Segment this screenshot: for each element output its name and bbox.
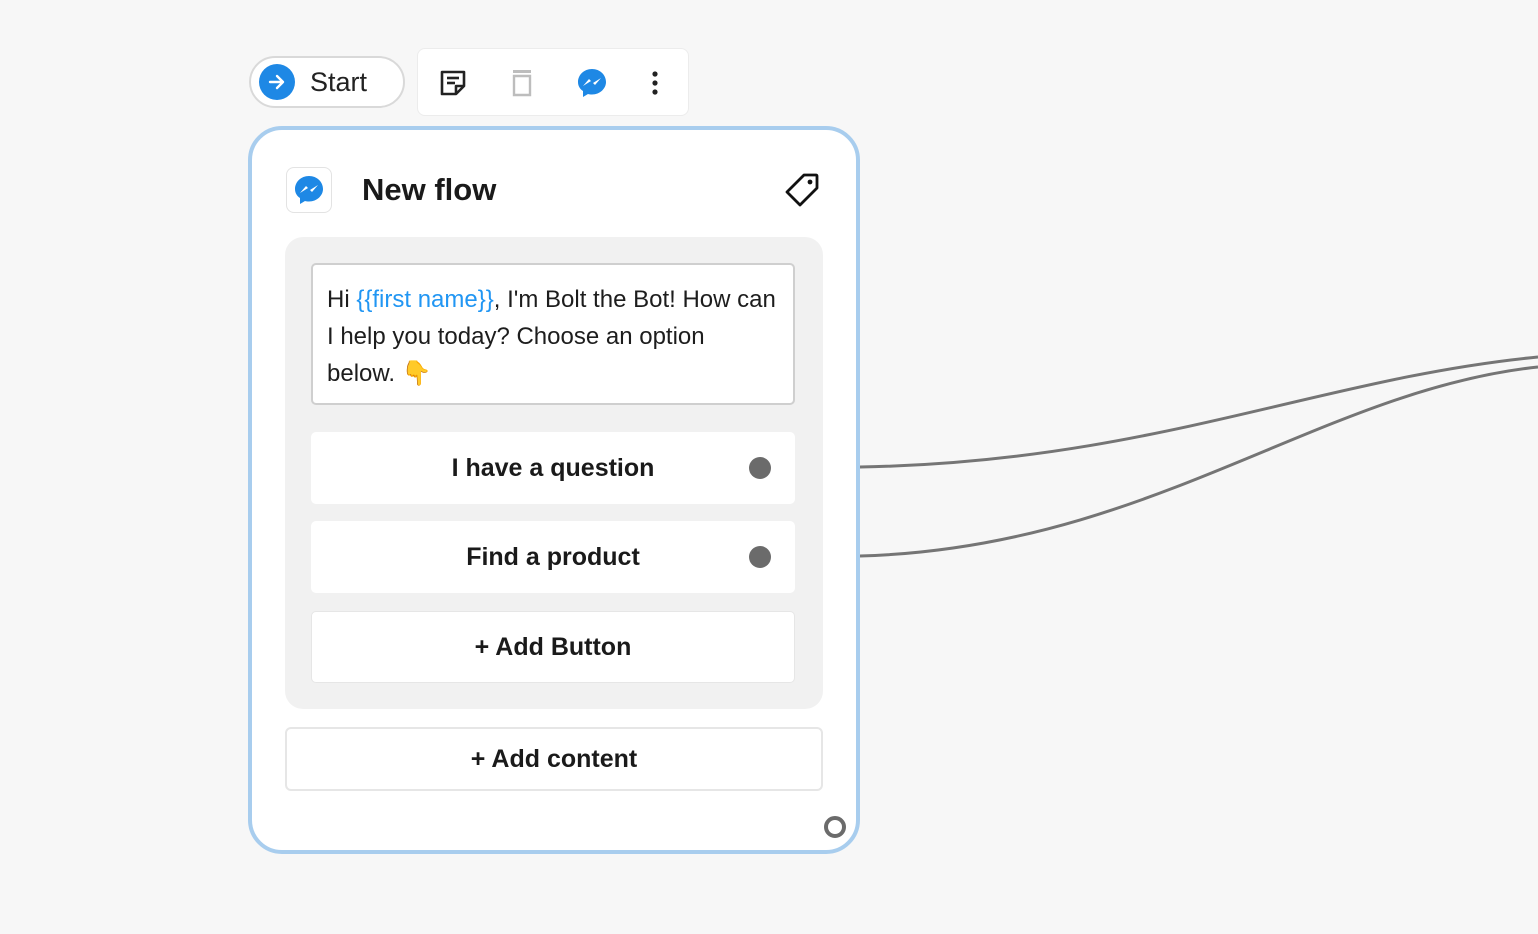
start-label: Start <box>310 66 368 97</box>
messenger-icon <box>286 167 332 213</box>
connector-line-question <box>859 355 1538 469</box>
start-node[interactable]: Start <box>249 56 405 108</box>
pointing-down-emoji: 👇 <box>401 360 432 387</box>
arrow-right-icon <box>259 64 295 100</box>
button-connector-port[interactable] <box>749 457 771 479</box>
add-button-label: + Add Button <box>474 632 632 661</box>
flow-node-card[interactable]: New flow Hi {{first name}}, I'm Bolt the… <box>248 126 860 854</box>
node-toolbar <box>417 48 689 116</box>
first-name-variable: {{first name}} <box>356 286 494 313</box>
add-button-button[interactable]: + Add Button <box>311 611 795 683</box>
add-content-button[interactable]: + Add content <box>285 727 823 791</box>
more-vertical-icon[interactable] <box>637 65 673 101</box>
reply-button-label: I have a question <box>451 453 655 482</box>
message-prefix: Hi <box>327 286 357 313</box>
node-output-port[interactable] <box>824 816 846 838</box>
messenger-icon[interactable] <box>574 65 610 101</box>
trash-icon[interactable] <box>504 65 540 101</box>
message-text[interactable]: Hi {{first name}}, I'm Bolt the Bot! How… <box>311 263 795 405</box>
add-content-label: + Add content <box>470 744 638 773</box>
card-header: New flow <box>286 157 750 223</box>
reply-button-product[interactable]: Find a product <box>311 521 795 593</box>
tag-icon[interactable] <box>770 158 834 222</box>
flow-title[interactable]: New flow <box>362 172 497 207</box>
reply-button-question[interactable]: I have a question <box>311 432 795 504</box>
connector-line-product <box>859 365 1538 558</box>
reply-button-label: Find a product <box>466 542 640 571</box>
message-body: , I'm Bolt the Bot! How can I help you t… <box>327 286 776 387</box>
button-connector-port[interactable] <box>749 546 771 568</box>
message-block: Hi {{first name}}, I'm Bolt the Bot! How… <box>285 237 823 709</box>
note-icon[interactable] <box>435 65 471 101</box>
